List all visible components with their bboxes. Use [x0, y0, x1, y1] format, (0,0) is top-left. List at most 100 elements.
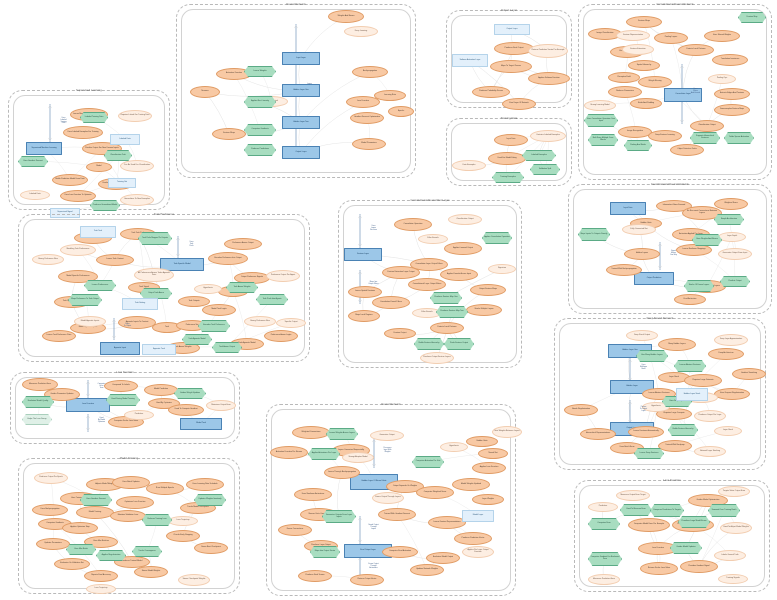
graph-node[interactable]: Applies Loss Function	[472, 462, 506, 474]
graph-node[interactable]: Builds Feature Hierarchy	[668, 424, 698, 436]
graph-node[interactable]: Network Layer Stacking	[694, 446, 726, 457]
graph-node[interactable]: Prediction	[124, 410, 154, 420]
graph-node[interactable]: Agnostic Task	[142, 344, 176, 355]
graph-node[interactable]: Reduces Training Loss	[142, 514, 172, 526]
graph-node[interactable]: Deep Layer Approximation	[714, 334, 748, 346]
graph-node[interactable]: Model	[86, 162, 112, 172]
graph-node[interactable]: Applies Non Linearity	[244, 96, 276, 108]
graph-node[interactable]: Input Layer	[282, 52, 320, 65]
graph-node[interactable]: Uses Nonlinear Activations	[294, 488, 332, 501]
graph-node[interactable]: Loss Function	[66, 398, 110, 412]
graph-node[interactable]: Pooling Ops	[708, 74, 736, 84]
graph-node[interactable]: Convolution Operation	[394, 218, 432, 231]
graph-node[interactable]: Learns Weights Across Layers	[326, 428, 358, 440]
graph-node[interactable]: Task Aware Weights	[226, 282, 258, 293]
graph-node[interactable]: Softmax Activation Layer	[452, 54, 488, 67]
graph-node[interactable]: Labeled Examples	[522, 150, 556, 161]
graph-node[interactable]: Requires Large Compute	[656, 408, 692, 420]
graph-node[interactable]: No Recurrent Connections Between Layers	[682, 206, 722, 220]
graph-node[interactable]: Stacks Of Dense Layers	[684, 280, 714, 292]
graph-node[interactable]: Output Depends On Weights	[386, 480, 424, 493]
graph-node[interactable]: Deep Learning	[344, 26, 378, 37]
graph-node[interactable]: Strong Preference Bias	[244, 316, 276, 327]
graph-node[interactable]: Saves Best Checkpoint	[194, 542, 228, 554]
graph-node[interactable]: Uses Labeled Examples For Training	[63, 126, 103, 139]
graph-node[interactable]: Model Weights Updated	[452, 478, 490, 491]
graph-node[interactable]: Forms Output Through Layers	[372, 492, 404, 504]
graph-node[interactable]: Model Training	[76, 506, 114, 519]
graph-node[interactable]: Prediction	[588, 502, 618, 512]
graph-node[interactable]: Requires Labels For Training Data	[118, 110, 152, 122]
graph-node[interactable]: Model Layer	[462, 510, 494, 522]
graph-node[interactable]: Computes Final Activation	[382, 546, 418, 558]
graph-node[interactable]: Feature Layer	[344, 248, 382, 261]
graph-node[interactable]: Requires Large Datasets	[684, 374, 722, 387]
graph-node[interactable]: Maps Preference To Task Output	[68, 294, 102, 306]
graph-node[interactable]: Task Agnostic Model	[182, 334, 212, 345]
graph-node[interactable]: Computes Error	[588, 518, 620, 530]
graph-node[interactable]: Labeled Data	[20, 190, 50, 200]
graph-node[interactable]: Used To Measure Error	[620, 504, 652, 516]
graph-node[interactable]: Feature Output	[384, 328, 416, 339]
graph-node[interactable]: Task Specific Model	[160, 258, 204, 271]
graph-node[interactable]: Neurons	[190, 86, 220, 98]
graph-node[interactable]: Supports Hierarchical Features	[690, 132, 720, 144]
graph-node[interactable]: Uses Gradient Descent	[80, 494, 112, 506]
graph-node[interactable]: Builds Feature Hierarchy	[414, 338, 444, 350]
graph-node[interactable]: Hypothesis	[440, 442, 468, 452]
graph-node[interactable]: Loss Trajectory	[86, 584, 116, 594]
graph-node[interactable]: Gradient Vanishing	[732, 368, 766, 380]
graph-node[interactable]: Runs Multiple Epochs	[146, 482, 184, 495]
graph-node[interactable]: Output Feature Maps	[470, 284, 506, 296]
graph-node[interactable]: Supervised Machine Learning	[26, 142, 62, 155]
graph-node[interactable]: Agnostic Input	[100, 342, 140, 355]
graph-node[interactable]: Can Be Used For Classification	[120, 160, 154, 172]
graph-node[interactable]: Loss Trajectory	[168, 516, 198, 526]
graph-node[interactable]: Model Parameters	[352, 138, 386, 150]
graph-node[interactable]: Evaluates Model Quality	[22, 396, 54, 408]
graph-node[interactable]: Receptive Field	[608, 72, 640, 83]
graph-node[interactable]: Learns Task Context	[96, 254, 134, 266]
graph-node[interactable]: Hidden Layer One	[282, 84, 320, 97]
graph-node[interactable]: Model Specific Preferences	[58, 270, 98, 283]
graph-node[interactable]: All Preferences Across Tasks Agnostic Pa…	[134, 268, 174, 282]
graph-node[interactable]: Returns Prediction Vector Per Example	[528, 44, 568, 58]
graph-node[interactable]: Applies Softmax Function	[528, 72, 570, 85]
graph-node[interactable]: Uses Weights And Biases	[692, 234, 722, 246]
graph-node[interactable]: Used To Adjust Model Weights	[720, 522, 752, 534]
graph-node[interactable]: Produces Output Per Epoch	[34, 472, 68, 484]
graph-node[interactable]: Predicts Output	[720, 276, 750, 287]
graph-node[interactable]: Has Many Hidden Layers	[636, 350, 668, 362]
graph-node[interactable]: Reduces Parameters	[608, 86, 642, 98]
graph-node[interactable]: Pooling And Stride	[624, 140, 652, 151]
graph-node[interactable]: Many Hidden Layers	[658, 338, 696, 351]
graph-node[interactable]: Convolution Layer Output Filters	[410, 258, 448, 271]
graph-node[interactable]: Learns Preferences	[84, 280, 116, 291]
graph-node[interactable]: Minimizes Output Error	[206, 400, 236, 411]
graph-node[interactable]: Feature Extraction	[622, 44, 654, 55]
graph-node[interactable]: Activation Function Per Neuron	[270, 446, 308, 459]
graph-node[interactable]: Compares Predictions To Targets	[650, 504, 684, 517]
graph-node[interactable]: Hidden Layer Two	[282, 116, 320, 129]
graph-node[interactable]: Computes Gradients	[244, 124, 276, 136]
graph-node[interactable]: Preference Aware Logits	[264, 330, 298, 342]
graph-node[interactable]: Learns Weights	[244, 66, 276, 77]
graph-node[interactable]: Simple Architecture	[714, 214, 744, 225]
graph-node[interactable]: Builds Predictive Model From Data	[52, 174, 88, 186]
graph-node[interactable]: Applies Learned Output	[444, 242, 482, 255]
graph-node[interactable]: Neural Net	[478, 448, 508, 459]
graph-node[interactable]: Summed Over Training Batch	[708, 504, 740, 517]
graph-node[interactable]: Hidden Layer Stack	[676, 388, 708, 401]
graph-node[interactable]: Learning Rate	[374, 90, 406, 101]
graph-node[interactable]: Returns Scalar Loss Value	[640, 562, 678, 575]
graph-node[interactable]: Specific Output	[276, 318, 306, 328]
graph-node[interactable]: Model Task Logits	[202, 304, 236, 316]
graph-node[interactable]: Classification Task	[104, 150, 132, 161]
graph-node[interactable]: Model Prediction	[144, 384, 178, 396]
graph-node[interactable]: Weighted Connections	[292, 426, 330, 439]
graph-node[interactable]: Produces Output Per Layer	[694, 410, 726, 422]
graph-node[interactable]: Needs Regularization	[564, 404, 598, 416]
graph-node[interactable]: Validation Split	[530, 164, 560, 175]
graph-node[interactable]: Used To Compute Gradient	[168, 404, 204, 416]
